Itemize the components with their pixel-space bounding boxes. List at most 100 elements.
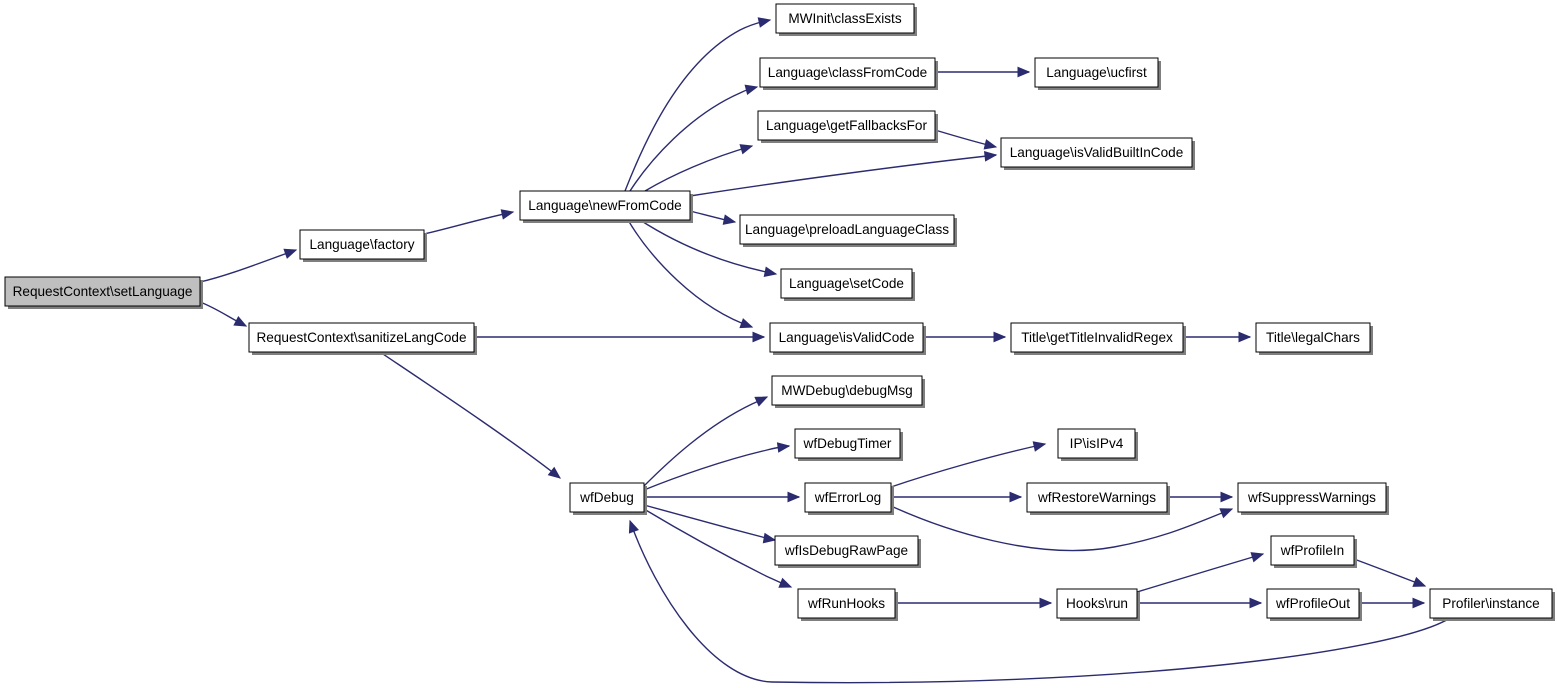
node-label: Language\isValidCode [779,330,915,345]
graph-node-wfProfileIn[interactable]: wfProfileIn [1270,535,1357,568]
node-label: Hooks\run [1066,596,1128,611]
edge-line [643,508,792,588]
node-box[interactable] [759,57,936,88]
graph-node-factory[interactable]: Language\factory [299,229,427,262]
edge-wfDebug-to-wfIsDebugRawPage [643,504,777,544]
node-box[interactable] [1000,137,1193,168]
node-box[interactable] [1010,322,1184,353]
graph-node-newFromCode[interactable]: Language\newFromCode [519,190,693,223]
node-box[interactable] [1057,428,1136,459]
edge-setLanguage-to-factory [199,248,298,283]
graph-node-debugMsg[interactable]: MWDebug\debugMsg [771,375,925,408]
node-box[interactable] [1056,588,1138,619]
arrowhead-icon [762,532,777,544]
edge-line [624,19,771,192]
edge-wfRestoreWarnings-to-wfSuppressWarnings [1167,491,1234,503]
edge-line [639,219,777,275]
graph-node-wfSuppressWarnings[interactable]: wfSuppressWarnings [1237,482,1389,515]
arrowhead-icon [233,315,248,327]
arrowhead-icon [763,266,778,277]
arrowhead-icon [283,248,298,259]
node-box[interactable] [1026,482,1168,513]
edge-isValidCode-to-getTitleInvalidRegex [923,331,1007,343]
node-label: Language\getFallbacksFor [766,118,927,133]
graph-node-wfIsDebugRawPage[interactable]: wfIsDebugRawPage [774,535,921,568]
node-box[interactable] [299,229,425,260]
graph-node-legalChars[interactable]: Title\legalChars [1255,322,1373,355]
graph-node-wfDebugTimer[interactable]: wfDebugTimer [794,428,903,461]
edge-getFallbacksFor-to-isValidBuiltInCode [934,129,998,150]
graph-node-setCode[interactable]: Language\setCode [780,268,915,301]
graph-node-getTitleInvalidRegex[interactable]: Title\getTitleInvalidRegex [1010,322,1186,355]
arrowhead-icon [983,139,998,150]
node-box[interactable] [1270,535,1355,566]
graph-node-wfProfileOut[interactable]: wfProfileOut [1266,588,1362,621]
node-label: Profiler\instance [1442,596,1539,611]
node-box[interactable] [1237,482,1387,513]
node-box[interactable] [774,535,919,566]
node-box[interactable] [780,268,913,299]
arrowhead-icon [1220,491,1234,503]
graph-node-wfRunHooks[interactable]: wfRunHooks [797,588,898,621]
node-box[interactable] [794,428,901,459]
graph-node-classFromCode[interactable]: Language\classFromCode [759,57,938,90]
graph-node-Hooks_run[interactable]: Hooks\run [1056,588,1140,621]
node-box[interactable] [1266,588,1360,619]
node-label: wfIsDebugRawPage [784,543,908,558]
node-label: MWDebug\debugMsg [781,383,912,398]
node-box[interactable] [1255,322,1371,353]
node-label: wfErrorLog [814,490,881,505]
graph-node-setLanguage[interactable]: RequestContext\setLanguage [4,276,203,309]
graph-node-wfRestoreWarnings[interactable]: wfRestoreWarnings [1026,482,1170,515]
edge-newFromCode-to-setCode [639,219,778,277]
node-box[interactable] [569,482,645,513]
node-box[interactable] [739,214,955,245]
graph-node-isValidBuiltInCode[interactable]: Language\isValidBuiltInCode [1000,137,1195,170]
graph-node-wfDebug[interactable]: wfDebug [569,482,647,515]
node-label: wfRunHooks [807,596,885,611]
edge-sanitizeLangCode-to-isValidCode [474,331,766,343]
graph-node-sanitizeLangCode[interactable]: RequestContext\sanitizeLangCode [248,322,477,355]
arrowhead-icon [1039,597,1053,609]
edge-line [629,520,1451,684]
edge-Hooks_run-to-wfProfileOut [1137,597,1263,609]
node-label: Language\setCode [789,276,904,291]
node-box[interactable] [1034,57,1159,88]
edge-line [643,504,776,541]
graph-node-isIPv4[interactable]: IP\isIPv4 [1057,428,1138,461]
node-label: Language\classFromCode [768,65,927,80]
arrowhead-icon [744,84,759,96]
node-box[interactable] [248,322,475,353]
node-box[interactable] [4,276,201,307]
arrowhead-icon [628,519,639,534]
node-box[interactable] [804,482,892,513]
arrowhead-icon [1032,441,1047,452]
node-label: RequestContext\sanitizeLangCode [256,330,466,345]
graph-node-getFallbacksFor[interactable]: Language\getFallbacksFor [757,110,938,143]
graph-node-instance[interactable]: Profiler\instance [1429,588,1555,621]
edge-line [1136,553,1264,593]
node-box[interactable] [775,3,915,34]
node-box[interactable] [797,588,896,619]
node-box[interactable] [769,322,924,353]
graph-node-wfErrorLog[interactable]: wfErrorLog [804,482,894,515]
arrowhead-icon [1249,597,1263,609]
node-label: Language\factory [309,237,414,252]
node-box[interactable] [771,375,923,406]
node-label: wfSuppressWarnings [1247,490,1376,505]
node-box[interactable] [757,110,936,141]
node-label: Title\legalChars [1266,330,1360,345]
edge-wfDebug-to-debugMsg [643,396,769,487]
node-box[interactable] [519,190,691,221]
graph-node-preloadLanguageClass[interactable]: Language\preloadLanguageClass [739,214,957,247]
edge-wfProfileOut-to-instance [1359,597,1426,609]
node-label: wfProfileOut [1275,596,1350,611]
node-label: Language\newFromCode [528,198,681,213]
graph-node-classExists[interactable]: MWInit\classExists [775,3,917,36]
arrowhead-icon [1009,491,1023,503]
graph-node-isValidCode[interactable]: Language\isValidCode [769,322,926,355]
arrowhead-icon [1250,552,1265,563]
node-box[interactable] [1429,588,1553,619]
edge-line [689,154,997,197]
graph-node-ucfirst[interactable]: Language\ucfirst [1034,57,1161,90]
